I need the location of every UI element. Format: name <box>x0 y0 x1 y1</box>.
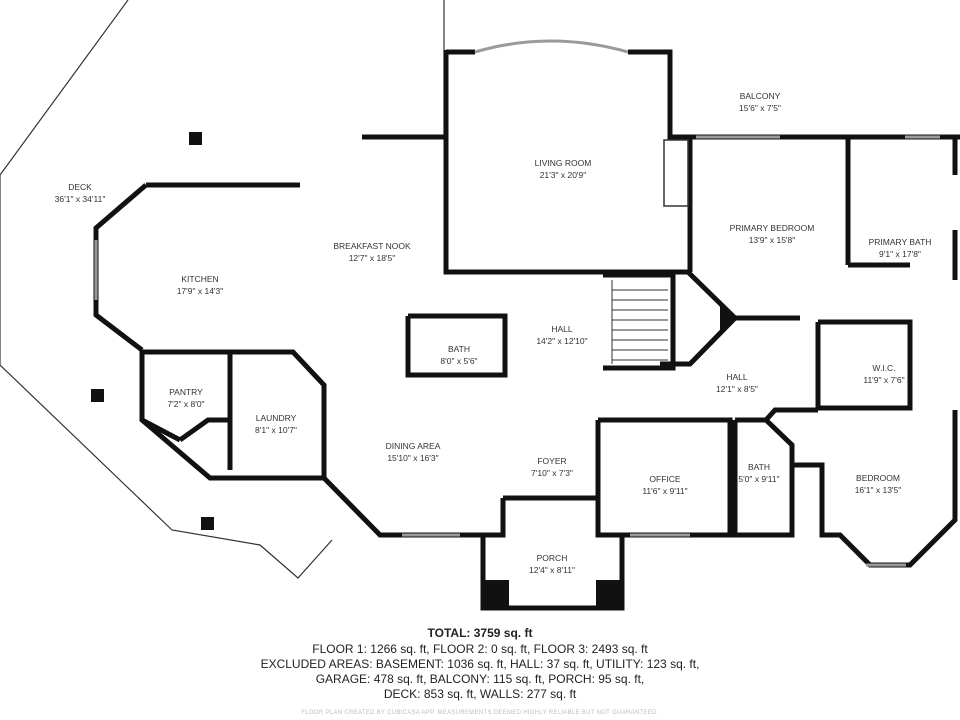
summary-line: GARAGE: 478 sq. ft, BALCONY: 115 sq. ft,… <box>315 672 645 686</box>
room-name-bedroom: BEDROOM <box>856 473 900 483</box>
room-name-pantry: PANTRY <box>169 387 203 397</box>
room-dims-dining-area: 15'10" x 16'3" <box>387 453 438 463</box>
room-name-office: OFFICE <box>649 474 680 484</box>
room-name-primary-bath: PRIMARY BATH <box>869 237 932 247</box>
room-dims-wic: 11'9" x 7'6" <box>863 375 904 385</box>
room-dims-deck: 36'1" x 34'11" <box>55 194 106 204</box>
room-name-bath: BATH <box>448 344 470 354</box>
room-dims-foyer: 7'10" x 7'3" <box>531 468 573 478</box>
room-labels: DECK 36'1" x 34'11" KITCHEN 17'9" x 14'3… <box>55 91 932 575</box>
credit-text: FLOOR PLAN CREATED BY CUBICASA APP. MEAS… <box>301 710 659 716</box>
room-name-bath-2: BATH <box>748 462 770 472</box>
exterior-walls <box>93 49 960 611</box>
room-dims-living-room: 21'3" x 20'9" <box>540 170 587 180</box>
room-name-deck: DECK <box>68 182 92 192</box>
room-name-balcony: BALCONY <box>740 91 781 101</box>
room-dims-primary-bath: 9'1" x 17'8" <box>879 249 921 259</box>
room-dims-balcony: 15'6" x 7'5" <box>739 103 781 113</box>
room-dims-bath-2: 5'0" x 9'11" <box>738 474 779 484</box>
room-name-dining-area: DINING AREA <box>386 441 441 451</box>
room-name-hall-2: HALL <box>726 372 748 382</box>
deck-posts <box>91 132 622 608</box>
room-dims-primary-bedroom: 13'9" x 15'8" <box>749 235 796 245</box>
fireplace-icon <box>663 139 689 207</box>
floor-plan: DECK 36'1" x 34'11" KITCHEN 17'9" x 14'3… <box>0 0 960 611</box>
room-dims-porch: 12'4" x 8'11" <box>529 565 575 575</box>
room-dims-office: 11'6" x 9'11" <box>642 486 687 496</box>
room-dims-laundry: 8'1" x 10'7" <box>255 425 297 435</box>
room-dims-hall-2: 12'1" x 8'5" <box>716 384 758 394</box>
total-area: TOTAL: 3759 sq. ft <box>427 626 533 640</box>
room-name-kitchen: KITCHEN <box>181 274 218 284</box>
room-dims-breakfast-nook: 12'7" x 18'5" <box>349 253 396 263</box>
windows <box>94 39 940 567</box>
room-name-primary-bedroom: PRIMARY BEDROOM <box>730 223 815 233</box>
room-dims-bath: 8'0" x 5'6" <box>440 356 477 366</box>
room-name-foyer: FOYER <box>537 456 566 466</box>
room-dims-kitchen: 17'9" x 14'3" <box>177 286 224 296</box>
room-name-living-room: LIVING ROOM <box>535 158 592 168</box>
room-name-wic: W.I.C. <box>872 363 895 373</box>
room-name-hall: HALL <box>551 324 573 334</box>
room-dims-bedroom: 16'1" x 13'5" <box>855 485 902 495</box>
stair-triangle-icon <box>720 300 735 330</box>
room-name-porch: PORCH <box>537 553 568 563</box>
room-name-breakfast-nook: BREAKFAST NOOK <box>333 241 411 251</box>
summary-line: DECK: 853 sq. ft, WALLS: 277 sq. ft <box>383 687 577 701</box>
summary-line: FLOOR 1: 1266 sq. ft, FLOOR 2: 0 sq. ft,… <box>312 642 648 656</box>
room-dims-pantry: 7'2" x 8'0" <box>167 399 204 409</box>
room-name-laundry: LAUNDRY <box>256 413 297 423</box>
stairs <box>611 280 668 364</box>
room-dims-hall: 14'2" x 12'10" <box>536 336 587 346</box>
summary-line: EXCLUDED AREAS: BASEMENT: 1036 sq. ft, H… <box>260 657 700 671</box>
